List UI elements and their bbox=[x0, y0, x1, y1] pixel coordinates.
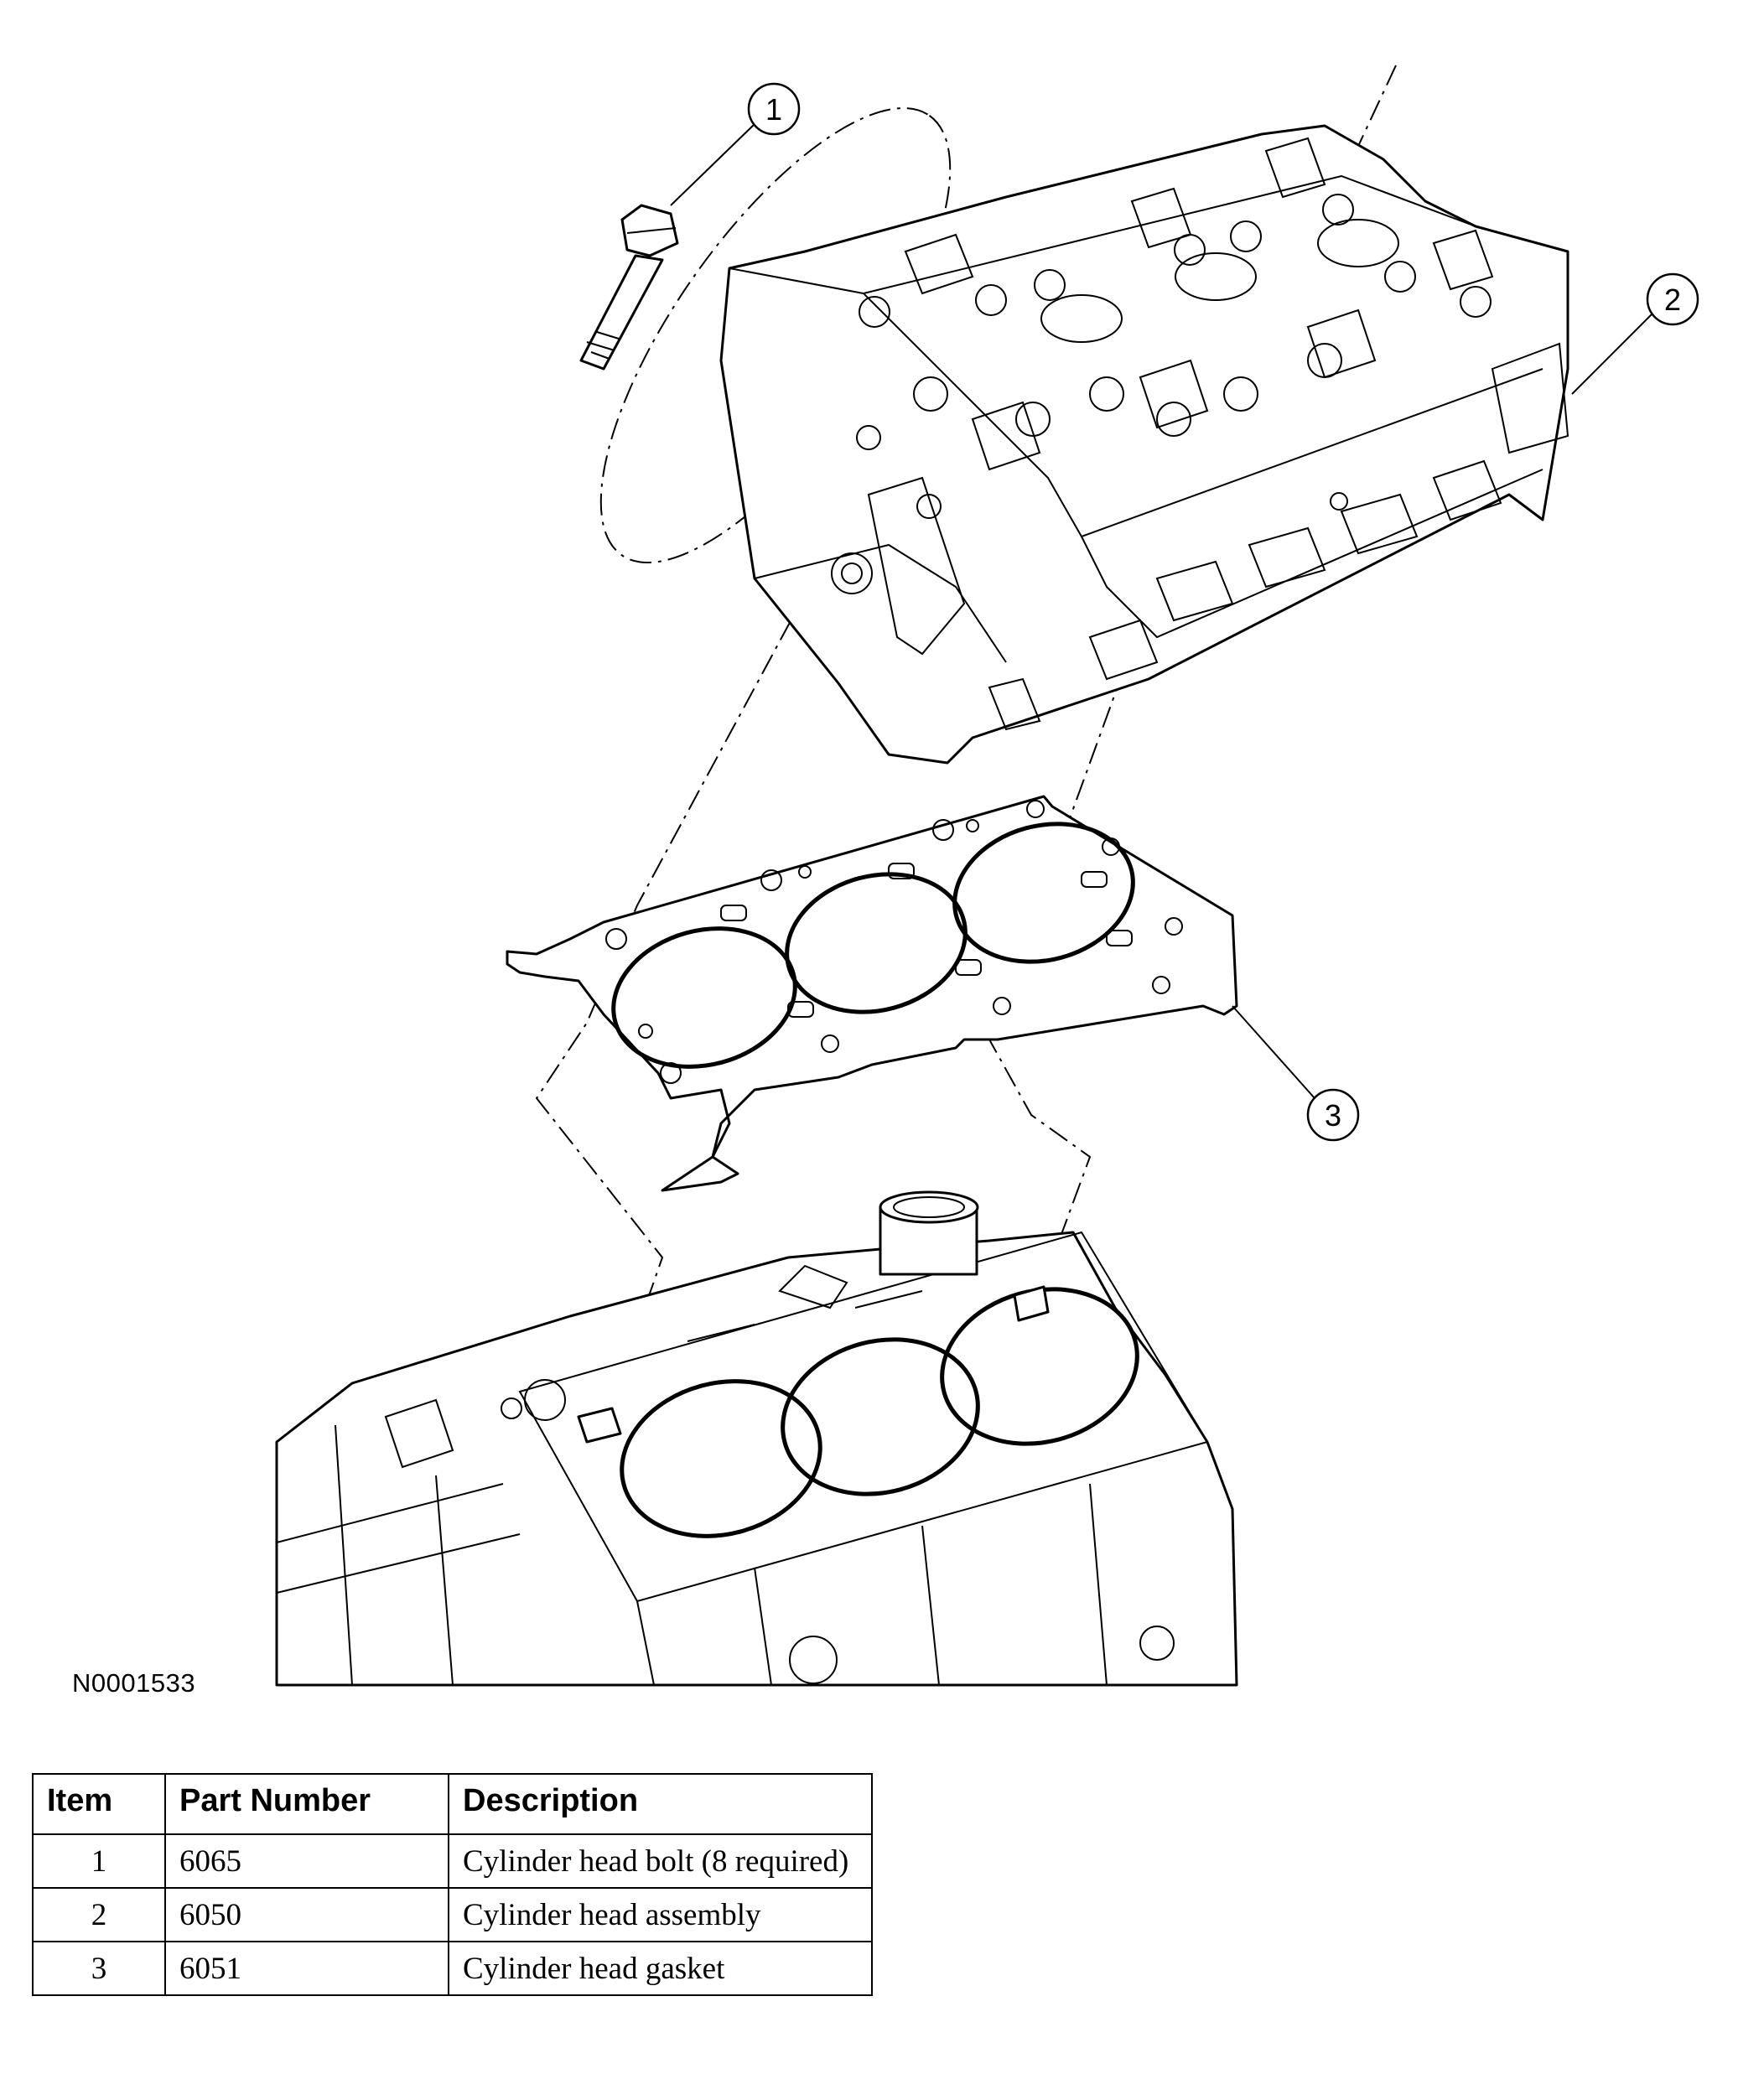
callout-1: 1 bbox=[670, 82, 801, 206]
header-description: Description bbox=[448, 1773, 873, 1835]
item-cell: 2 bbox=[32, 1887, 166, 1942]
callout-2-label: 2 bbox=[1664, 283, 1681, 317]
figure-id: N0001533 bbox=[72, 1668, 196, 1698]
header-part-number: Part Number bbox=[164, 1773, 449, 1835]
table-row: 1 6065 Cylinder head bolt (8 required) bbox=[32, 1833, 873, 1889]
header-item: Item bbox=[32, 1773, 166, 1835]
part-number-cell: 6050 bbox=[164, 1887, 449, 1942]
callout-1-label: 1 bbox=[765, 92, 782, 127]
cylinder-head-bolt bbox=[579, 204, 679, 371]
part-number-cell: 6051 bbox=[164, 1941, 449, 1996]
description-cell: Cylinder head assembly bbox=[448, 1887, 873, 1942]
cylinder-head-assembly bbox=[719, 124, 1569, 765]
callout-3: 3 bbox=[1232, 1005, 1360, 1142]
engine-block bbox=[275, 1190, 1238, 1687]
callout-3-label: 3 bbox=[1325, 1098, 1341, 1133]
parts-table: Item Part Number Description 1 6065 Cyli… bbox=[32, 1773, 873, 1996]
exploded-view-diagram: .o { fill: #fff; stroke: #000; stroke-wi… bbox=[275, 65, 1699, 1687]
table-row: 2 6050 Cylinder head assembly bbox=[32, 1887, 873, 1942]
item-cell: 3 bbox=[32, 1941, 166, 1996]
part-number-cell: 6065 bbox=[164, 1833, 449, 1889]
table-row: 3 6051 Cylinder head gasket bbox=[32, 1941, 873, 1996]
cylinder-head-gasket bbox=[506, 795, 1238, 1192]
item-cell: 1 bbox=[32, 1833, 166, 1889]
description-cell: Cylinder head gasket bbox=[448, 1941, 873, 1996]
table-header-row: Item Part Number Description bbox=[32, 1773, 873, 1835]
description-cell: Cylinder head bolt (8 required) bbox=[448, 1833, 873, 1889]
callout-2: 2 bbox=[1571, 272, 1699, 395]
